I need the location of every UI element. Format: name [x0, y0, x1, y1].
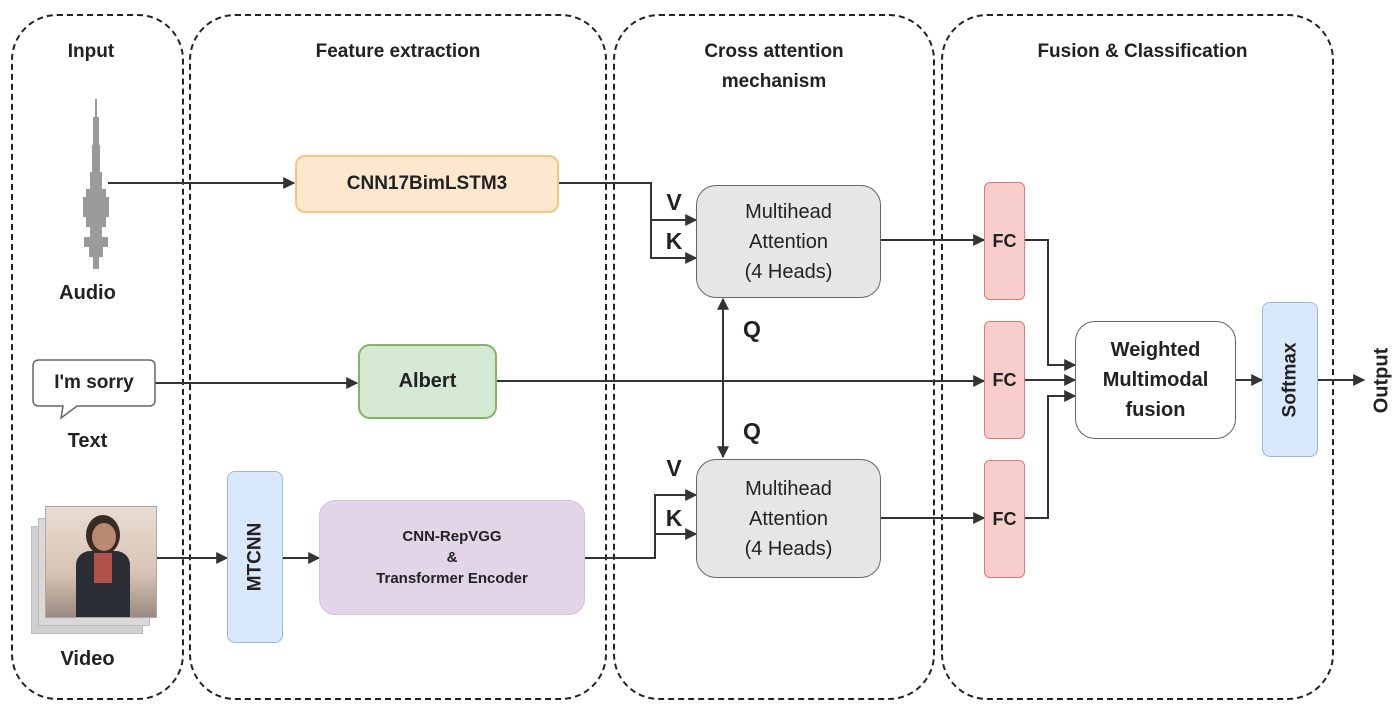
weighted-multimodal-fusion-box: Weighted Multimodal fusion [1075, 321, 1236, 439]
k-label-top: K [665, 228, 683, 254]
fc-box-video: FC [984, 460, 1025, 578]
attention-top-line2: Attention [749, 230, 828, 253]
audio-label: Audio [59, 282, 116, 304]
fc-box-audio: FC [984, 182, 1025, 300]
softmax-box: Softmax [1262, 302, 1318, 457]
k-label-bottom: K [665, 505, 683, 531]
input-section [11, 14, 184, 700]
multihead-attention-top-box: Multihead Attention (4 Heads) [696, 185, 881, 298]
v-label-top: V [666, 189, 682, 215]
attention-top-line3: (4 Heads) [744, 260, 833, 283]
attention-bottom-line2: Attention [749, 507, 828, 530]
albert-box: Albert [358, 344, 497, 419]
arrow-cnn-to-attn-top-k [650, 220, 698, 264]
arrow-repvgg-to-attn-bottom [585, 489, 698, 559]
cross-attention-section [613, 14, 935, 700]
q-label-top: Q [743, 316, 761, 342]
video-frames-icon [31, 506, 157, 634]
fusion-label-line2: Multimodal [1102, 369, 1209, 391]
mtcnn-box: MTCNN [227, 471, 283, 643]
cnn17bimlstm3-box: CNN17BimLSTM3 [295, 155, 559, 213]
text-bubble-content: I'm sorry [54, 372, 134, 393]
fusion-section-title: Fusion & Classification [1037, 41, 1248, 62]
softmax-label: Softmax [1279, 342, 1300, 417]
fc-box-text: FC [984, 321, 1025, 439]
mtcnn-label: MTCNN [244, 522, 266, 592]
text-label: Text [67, 430, 108, 452]
repvgg-label-line1: CNN-RepVGG [402, 528, 502, 545]
output-label: Output [1370, 347, 1393, 413]
speech-bubble-icon [32, 359, 156, 420]
cross-attention-title-line1: Cross attention [704, 41, 844, 62]
audio-waveform-icon [83, 99, 109, 269]
repvgg-label-line2: & [446, 549, 458, 566]
fc-label-audio: FC [992, 230, 1017, 251]
attention-bottom-line1: Multihead [745, 477, 832, 500]
albert-label: Albert [398, 370, 457, 392]
input-section-title: Input [67, 41, 115, 62]
fc-label-video: FC [992, 508, 1017, 529]
attention-bottom-line3: (4 Heads) [744, 537, 833, 560]
multihead-attention-bottom-box: Multihead Attention (4 Heads) [696, 459, 881, 578]
output-label-wrapper: Output [1366, 345, 1398, 415]
feature-section-title: Feature extraction [315, 41, 481, 62]
v-label-bottom: V [666, 455, 682, 481]
cnn-repvgg-transformer-box: CNN-RepVGG & Transformer Encoder [319, 500, 585, 615]
q-label-bottom: Q [743, 418, 761, 444]
arrow-cnn-to-attn-top [559, 182, 698, 226]
repvgg-label-line3: Transformer Encoder [376, 570, 528, 587]
feature-extraction-section [189, 14, 607, 700]
fusion-classification-section [941, 14, 1334, 700]
attention-top-line1: Multihead [745, 200, 832, 223]
fc-label-text: FC [992, 369, 1017, 390]
cross-attention-title-line2: mechanism [721, 71, 827, 92]
arrow-fc3-to-fusion [1025, 390, 1077, 519]
arrow-fc1-to-fusion [1025, 239, 1077, 371]
cnn17bimlstm3-label: CNN17BimLSTM3 [346, 173, 508, 194]
fusion-label-line1: Weighted [1110, 339, 1201, 361]
fusion-label-line3: fusion [1125, 399, 1186, 421]
video-label: Video [60, 648, 115, 670]
